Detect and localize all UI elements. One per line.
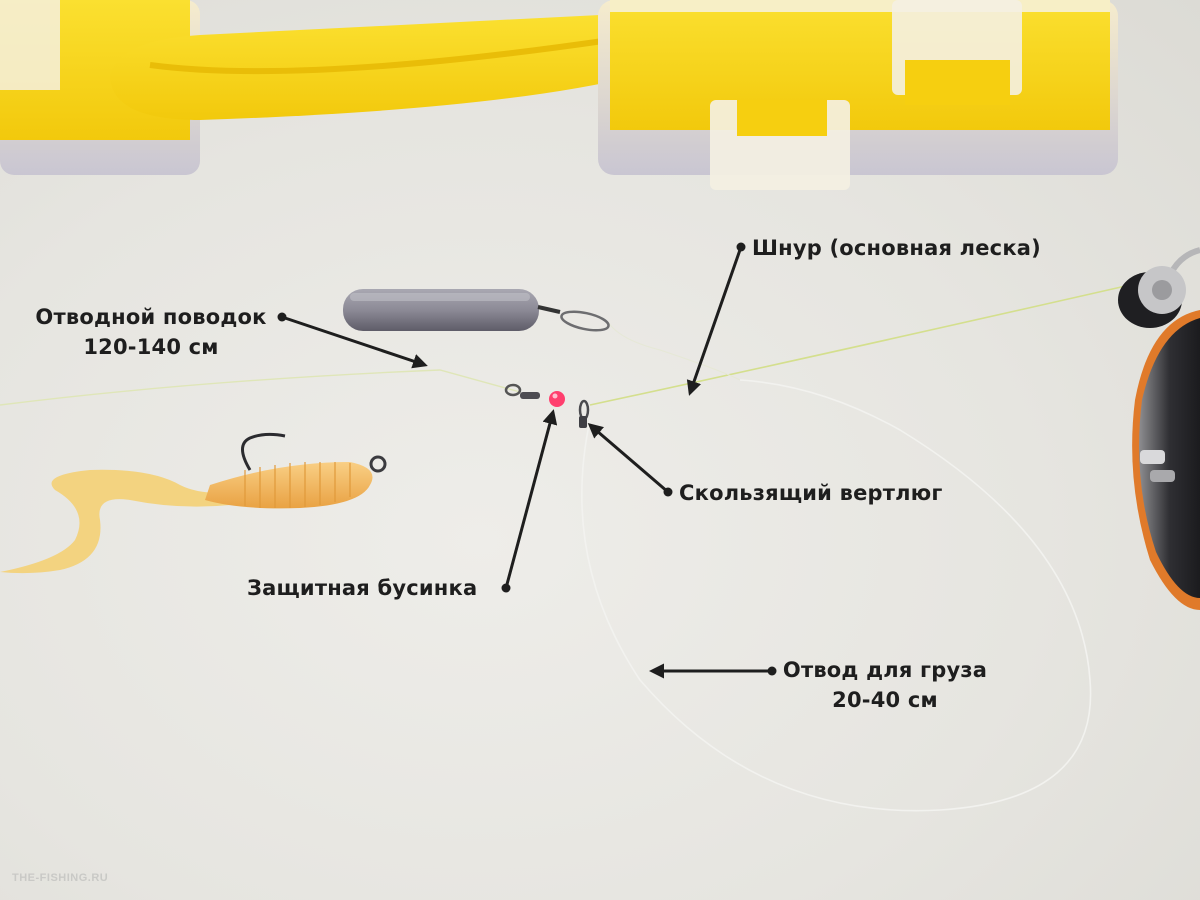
label-protective-bead: Защитная бусинка (247, 576, 478, 600)
leader-line (0, 369, 521, 406)
label-leader: Отводной поводок 120-140 см (28, 302, 274, 362)
main-line (589, 284, 1131, 406)
label-leader-length: 120-140 см (83, 335, 219, 359)
label-leader-title: Отводной поводок (35, 305, 267, 329)
lure-twister (0, 432, 387, 574)
label-sinker-leader: Отвод для груза 20-40 см (780, 655, 990, 715)
swivel-and-bead (504, 383, 590, 428)
spinning-reel (1118, 247, 1200, 610)
label-sinker-leader-title: Отвод для груза (782, 658, 988, 682)
sinker-leader-loop (581, 379, 1092, 812)
sinker (343, 289, 610, 332)
watermark: THE-FISHING.RU (12, 872, 109, 884)
tackle-box-right (598, 0, 1118, 190)
annotation-pointers (277, 242, 777, 679)
label-sliding-swivel: Скользящий вертлюг (679, 481, 943, 505)
label-main-line: Шнур (основная леска) (752, 236, 1041, 260)
label-sinker-leader-length: 20-40 см (832, 688, 938, 712)
